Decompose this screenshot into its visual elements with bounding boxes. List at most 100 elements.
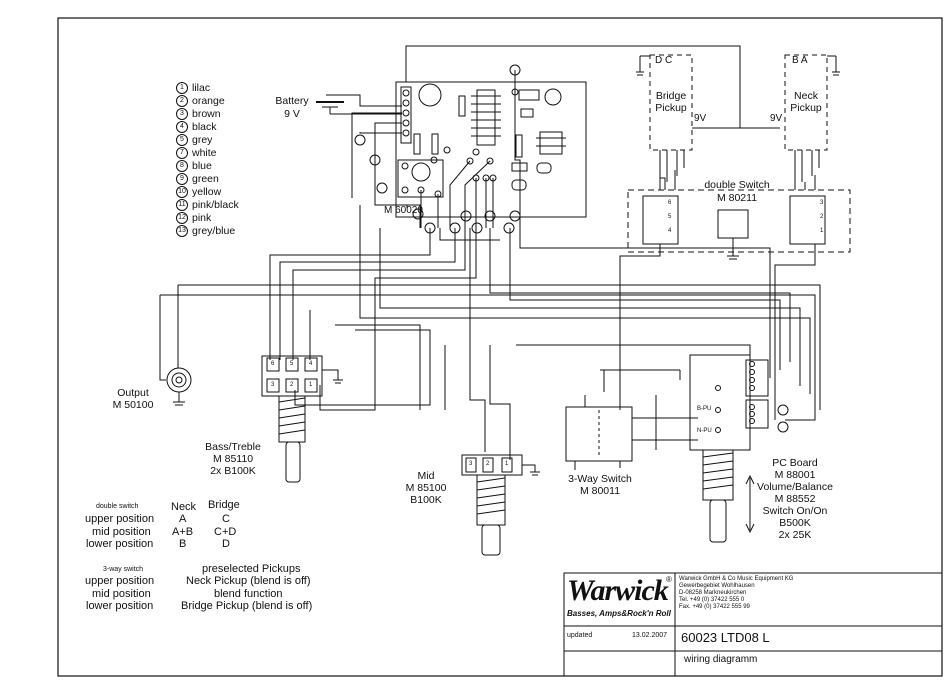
legend-number: 13 — [176, 225, 188, 238]
bass-treble-model: M 85110 — [212, 453, 254, 465]
dswitch-right-pin-1: 1 — [820, 228, 824, 234]
drawing-frame — [57, 17, 943, 677]
warwick-logo: Warwick — [567, 574, 669, 607]
bt-pin-4: 4 — [309, 361, 313, 367]
company-line: Fax. +49 (0) 37422 555 99 — [679, 604, 750, 610]
neck-pickup-label2: Pickup — [790, 102, 822, 114]
legend-row: 1 lilac — [176, 82, 210, 95]
legend-color: grey/blue — [192, 225, 236, 237]
dswitch-row-bridge: D — [222, 538, 230, 550]
bt-pin-3: 3 — [271, 382, 275, 388]
output-jack — [166, 367, 192, 406]
legend-number: 12 — [176, 212, 188, 225]
bass-treble-value: 2x B100K — [210, 465, 256, 477]
bus-wires — [159, 205, 821, 460]
company-line: D-08258 Markneukirchen — [679, 590, 747, 596]
pc-board-n-pu: N-PU — [697, 428, 712, 434]
bridge-pickup-pins: D C — [655, 55, 673, 66]
legend-number: 10 — [176, 186, 188, 199]
doc-title: wiring diagramm — [684, 654, 758, 665]
threeway-row-val: blend function — [214, 588, 283, 600]
three-way-label: 3-Way Switch — [568, 473, 632, 485]
threeway-row-val: Neck Pickup (blend is off) — [186, 575, 311, 587]
warwick-logo-reg: ® — [666, 575, 672, 584]
legend-number: 9 — [176, 173, 188, 186]
legend-number: 5 — [176, 134, 188, 147]
threeway-table-title: 3-way switch — [103, 566, 144, 573]
dswitch-table-title: double switch — [96, 503, 139, 510]
bt-pin-2: 2 — [290, 382, 294, 388]
company-line: Warwick GmbH & Co Music Equipment KG — [679, 576, 794, 582]
mid-value: B100K — [410, 494, 442, 506]
doc-number: 60023 LTD08 L — [681, 630, 770, 645]
dswitch-row-neck: B — [179, 538, 187, 550]
dswitch-left-pin-5: 5 — [668, 214, 672, 220]
threeway-row-pos: lower position — [86, 600, 154, 612]
dswitch-row-neck: A+B — [172, 526, 194, 538]
dswitch-right-pin-3: 3 — [820, 200, 824, 206]
legend-color: orange — [192, 95, 225, 107]
legend-number: 1 — [176, 82, 188, 95]
legend-number: 3 — [176, 108, 188, 121]
dswitch-row-pos: lower position — [86, 538, 154, 550]
mid-pin-2: 2 — [486, 461, 490, 467]
bass-treble-label: Bass/Treble — [205, 441, 261, 453]
pc-board-value2: 2x 25K — [778, 529, 812, 541]
company-line: Tel. +49 (0) 37422 555 0 — [679, 597, 745, 603]
title-block-frame — [563, 572, 943, 677]
bt-pin-1: 1 — [309, 382, 313, 388]
threeway-row-pos: upper position — [85, 575, 155, 587]
wire-nodes — [354, 64, 789, 433]
dswitch-row-pos: mid position — [92, 526, 151, 538]
supply-label-right: 9V — [770, 113, 783, 124]
dswitch-row-neck: A — [179, 513, 187, 525]
bt-pin-5: 5 — [290, 361, 294, 367]
dswitch-left-pin-6: 6 — [668, 200, 672, 206]
legend-row: 13 grey/blue — [176, 225, 235, 238]
three-way-switch — [565, 395, 633, 470]
threeway-row-val: Bridge Pickup (blend is off) — [181, 600, 313, 612]
pc-board-model: M 88001 — [774, 469, 816, 481]
pc-board-b-pu: B-PU — [697, 406, 712, 412]
bass-treble-pot — [261, 355, 343, 483]
volume-balance-model: M 88552 — [774, 493, 816, 505]
main-board-label: M 60020 — [384, 205, 423, 216]
battery-label: Battery — [275, 95, 309, 107]
legend-color: white — [192, 147, 217, 159]
three-way-model: M 80011 — [579, 485, 621, 497]
mid-pin-3: 3 — [469, 461, 473, 467]
legend-color: black — [192, 121, 217, 133]
mid-pot — [461, 454, 540, 556]
warwick-tagline: Basses, Amps&Rock'n Roll — [567, 609, 671, 618]
double-switch-symbol — [619, 170, 851, 420]
pc-board-value1: B500K — [779, 517, 811, 529]
board-wires — [351, 45, 741, 228]
dswitch-col-neck: Neck — [171, 501, 197, 513]
double-switch-label: double Switch — [704, 179, 770, 191]
mid-model: M 85100 — [405, 482, 447, 494]
battery-symbol — [316, 94, 402, 115]
pc-board-label: PC Board — [772, 457, 818, 469]
dswitch-left-pin-4: 4 — [668, 228, 672, 234]
legend-color: lilac — [192, 82, 211, 94]
threeway-col: preselected Pickups — [202, 563, 301, 575]
legend-color: grey — [192, 134, 213, 146]
pc-board — [600, 354, 769, 543]
double-switch-model: M 80211 — [716, 192, 758, 204]
legend-row: 10 yellow — [176, 186, 221, 199]
updated-date: 13.02.2007 — [632, 632, 668, 639]
output-model: M 50100 — [112, 399, 154, 411]
legend-number: 8 — [176, 160, 188, 173]
bt-pin-6: 6 — [271, 361, 275, 367]
legend-color: yellow — [192, 186, 222, 198]
legend-row: 8 blue — [176, 160, 212, 173]
neck-pickup-symbol — [784, 54, 840, 190]
legend-color: blue — [192, 160, 212, 172]
updated-label: updated — [567, 632, 593, 639]
mid-label: Mid — [417, 470, 435, 482]
